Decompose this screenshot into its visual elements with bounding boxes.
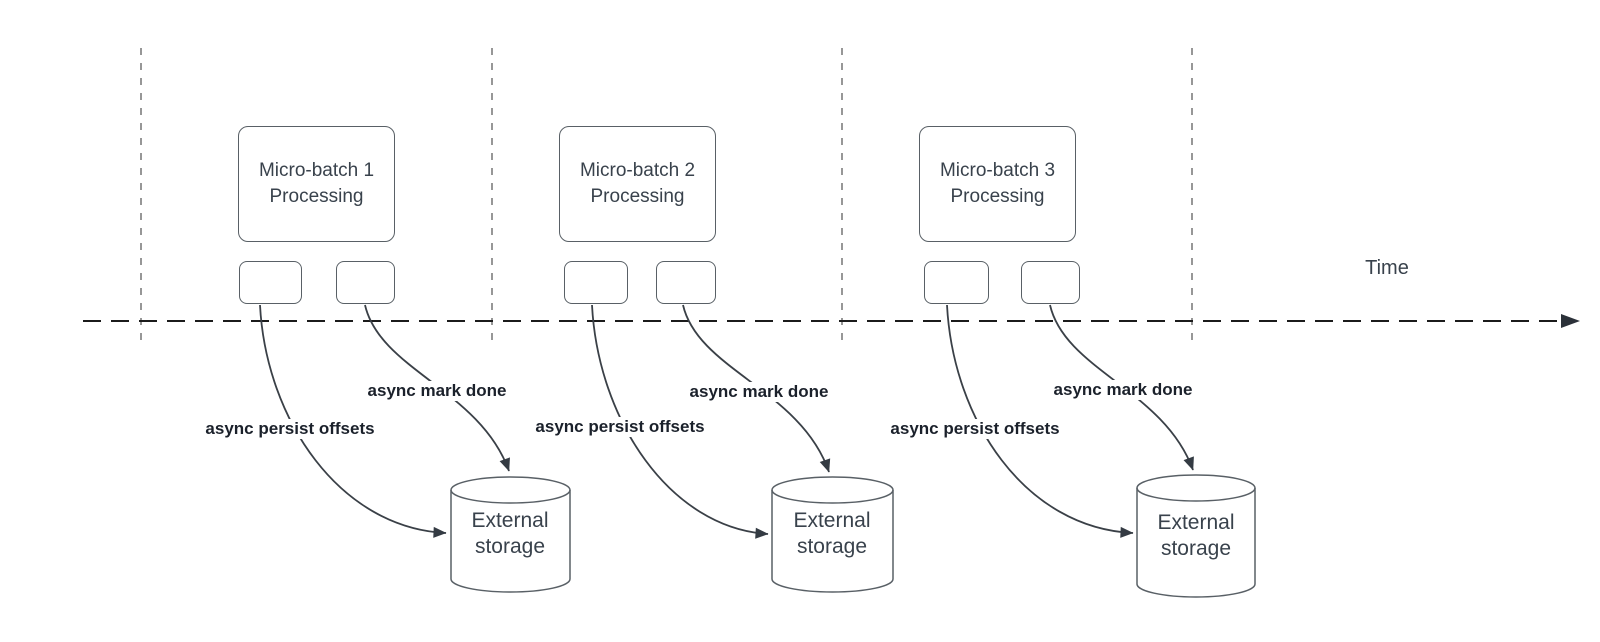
process-box-label-line: Micro-batch 3 (939, 160, 1056, 181)
mark-done-label: async mark done (362, 381, 512, 401)
persist-offsets-label: async persist offsets (200, 419, 380, 439)
cylinder-rim (771, 489, 894, 504)
persist-offsets-label: async persist offsets (885, 419, 1065, 439)
mark-done-label: async mark done (1048, 380, 1198, 400)
storage-label-line: storage (474, 535, 546, 558)
offset-task-box (564, 261, 628, 304)
process-box-label-line: Processing (950, 186, 1045, 207)
storage-label-line: External (471, 509, 549, 532)
process-box-label-line: Micro-batch 2 (579, 160, 696, 181)
persist-offsets-arrow (591, 304, 769, 539)
process-box-label-line: Processing (590, 186, 685, 207)
storage-label-line: External (1157, 511, 1235, 534)
persist-offsets-arrow (259, 304, 447, 538)
done-task-box (336, 261, 395, 304)
cylinder-rim (450, 489, 571, 504)
micro-batch-3-process-box: Micro-batch 3 Processing (919, 126, 1076, 242)
micro-batch-2-process-box: Micro-batch 2 Processing (559, 126, 716, 242)
batch-interval-guide-line (1191, 48, 1193, 340)
process-box-label-line: Processing (269, 186, 364, 207)
external-storage-cylinder (450, 476, 571, 593)
offset-task-box (924, 261, 989, 304)
external-storage-label: External storage (445, 508, 575, 560)
time-axis-label: Time (1365, 257, 1409, 279)
external-storage-cylinder (1136, 474, 1256, 598)
offset-task-box (239, 261, 302, 304)
cylinder-rim (1136, 487, 1256, 502)
micro-batch-1-process-box: Micro-batch 1 Processing (238, 126, 395, 242)
persist-offsets-label: async persist offsets (530, 417, 710, 437)
storage-label-line: External (793, 509, 871, 532)
external-storage-label: External storage (1131, 510, 1261, 562)
batch-interval-guide-line (841, 48, 843, 340)
external-storage-label: External storage (767, 508, 897, 560)
process-box-label-line: Micro-batch 1 (258, 160, 375, 181)
batch-interval-guide-line (140, 48, 142, 340)
done-task-box (656, 261, 716, 304)
persist-offsets-arrow (946, 304, 1134, 538)
time-axis-arrowhead-icon (1561, 314, 1580, 328)
done-task-box (1021, 261, 1080, 304)
batch-interval-guide-line (491, 48, 493, 340)
external-storage-cylinder (771, 476, 894, 593)
mark-done-label: async mark done (684, 382, 834, 402)
storage-label-line: storage (1160, 537, 1232, 560)
time-axis-line (83, 320, 1563, 322)
storage-label-line: storage (796, 535, 868, 558)
